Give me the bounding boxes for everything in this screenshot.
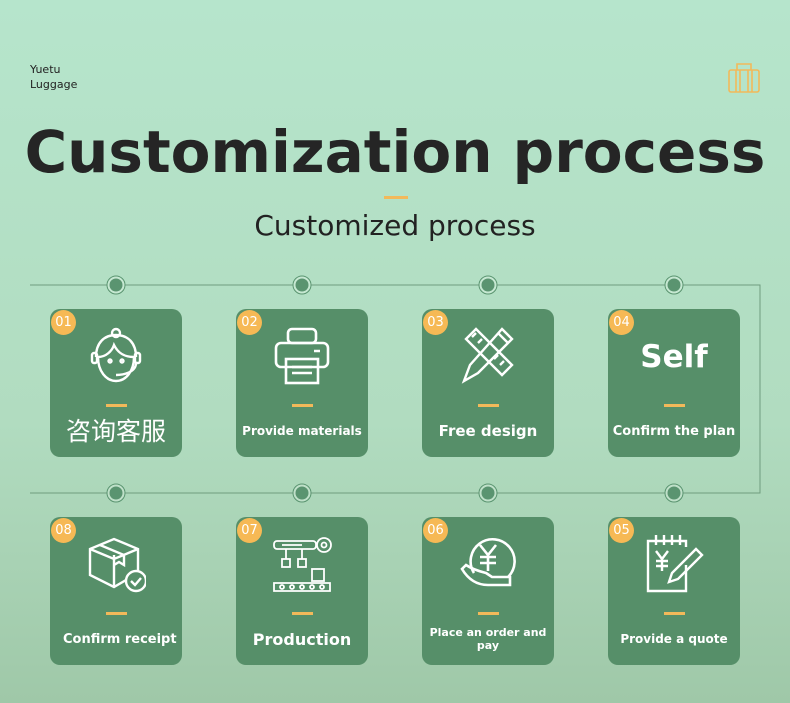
brand-line-1: Yuetu — [30, 63, 61, 76]
title-divider — [384, 196, 408, 199]
factory-line-icon — [273, 537, 332, 592]
step-number: 05 — [609, 518, 634, 543]
step-card-06: 06 Place an order and pay — [422, 517, 554, 665]
page-subtitle: Customized process — [254, 209, 536, 242]
step-number: 04 — [609, 310, 634, 335]
step-label: Confirm receipt — [63, 631, 177, 647]
step-number: 01 — [51, 310, 76, 335]
accent-bar — [664, 612, 685, 615]
brand-line-2: Luggage — [30, 78, 78, 91]
step-number: 06 — [423, 518, 448, 543]
timeline-node — [664, 275, 684, 295]
step-card-05: 05 Provide a quote — [608, 517, 740, 665]
accent-bar — [478, 404, 499, 407]
step-label: Confirm the plan — [612, 423, 736, 439]
step-card-01: 01 咨询客服 — [50, 309, 182, 457]
step-card-02: 02 Provide materials — [236, 309, 368, 457]
page-title: Customization process — [24, 118, 766, 186]
self-icon-text: Self — [640, 339, 708, 375]
step-label: Place an order and pay — [429, 626, 547, 652]
step-number: 07 — [237, 518, 262, 543]
step-card-03: 03 Free design — [422, 309, 554, 457]
timeline-node — [664, 483, 684, 503]
step-label: Provide a quote — [620, 631, 728, 646]
luggage-icon — [728, 63, 760, 93]
brand: Yuetu Luggage — [30, 62, 77, 92]
accent-bar — [106, 612, 127, 615]
step-label: Free design — [438, 421, 538, 440]
timeline-node — [478, 275, 498, 295]
step-label: Production — [252, 629, 352, 649]
accent-bar — [478, 612, 499, 615]
step-card-08: 08 Confirm receipt — [50, 517, 182, 665]
timeline-node — [478, 483, 498, 503]
accent-bar — [292, 404, 313, 407]
timeline-node — [106, 275, 126, 295]
step-label: 咨询客服 — [65, 416, 166, 446]
printer-icon — [274, 327, 330, 385]
step-number: 02 — [237, 310, 262, 335]
accent-bar — [664, 404, 685, 407]
pencil-ruler-icon — [461, 327, 514, 384]
step-number: 08 — [51, 518, 76, 543]
package-check-icon — [88, 537, 146, 593]
accent-bar — [106, 404, 127, 407]
customer-service-icon — [90, 327, 142, 383]
step-label: Provide materials — [242, 423, 362, 438]
accent-bar — [292, 612, 313, 615]
step-card-07: 07 Production — [236, 517, 368, 665]
timeline-node — [292, 275, 312, 295]
step-card-04: 04 Self Confirm the plan — [608, 309, 740, 457]
timeline-node — [292, 483, 312, 503]
yen-hand-icon — [460, 538, 516, 587]
step-number: 03 — [423, 310, 448, 335]
timeline-node — [106, 483, 126, 503]
quote-notepad-icon — [646, 535, 704, 593]
